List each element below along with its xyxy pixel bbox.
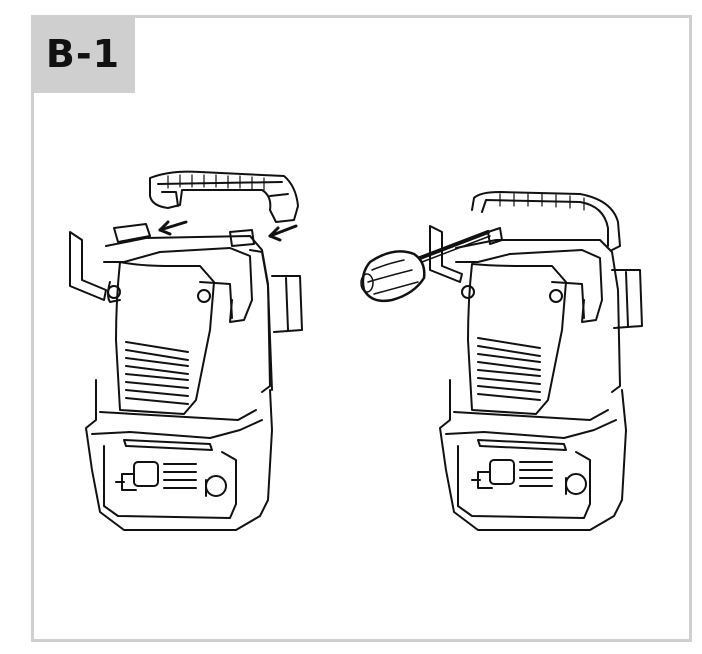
detached-handle — [149, 170, 299, 223]
step-label: B-1 — [31, 15, 135, 93]
arrow-left-2 — [268, 224, 298, 242]
outlet-nozzle-right — [471, 459, 515, 489]
screwdriver-icon — [360, 230, 491, 303]
arrow-left-1 — [158, 220, 188, 236]
outlet-nozzle-left — [115, 461, 159, 491]
vent-slots-right — [477, 337, 541, 401]
pressure-washer-left — [69, 170, 303, 531]
vent-slots-left — [125, 341, 189, 405]
diagram-frame — [31, 15, 692, 642]
pressure-washer-right — [429, 191, 643, 531]
